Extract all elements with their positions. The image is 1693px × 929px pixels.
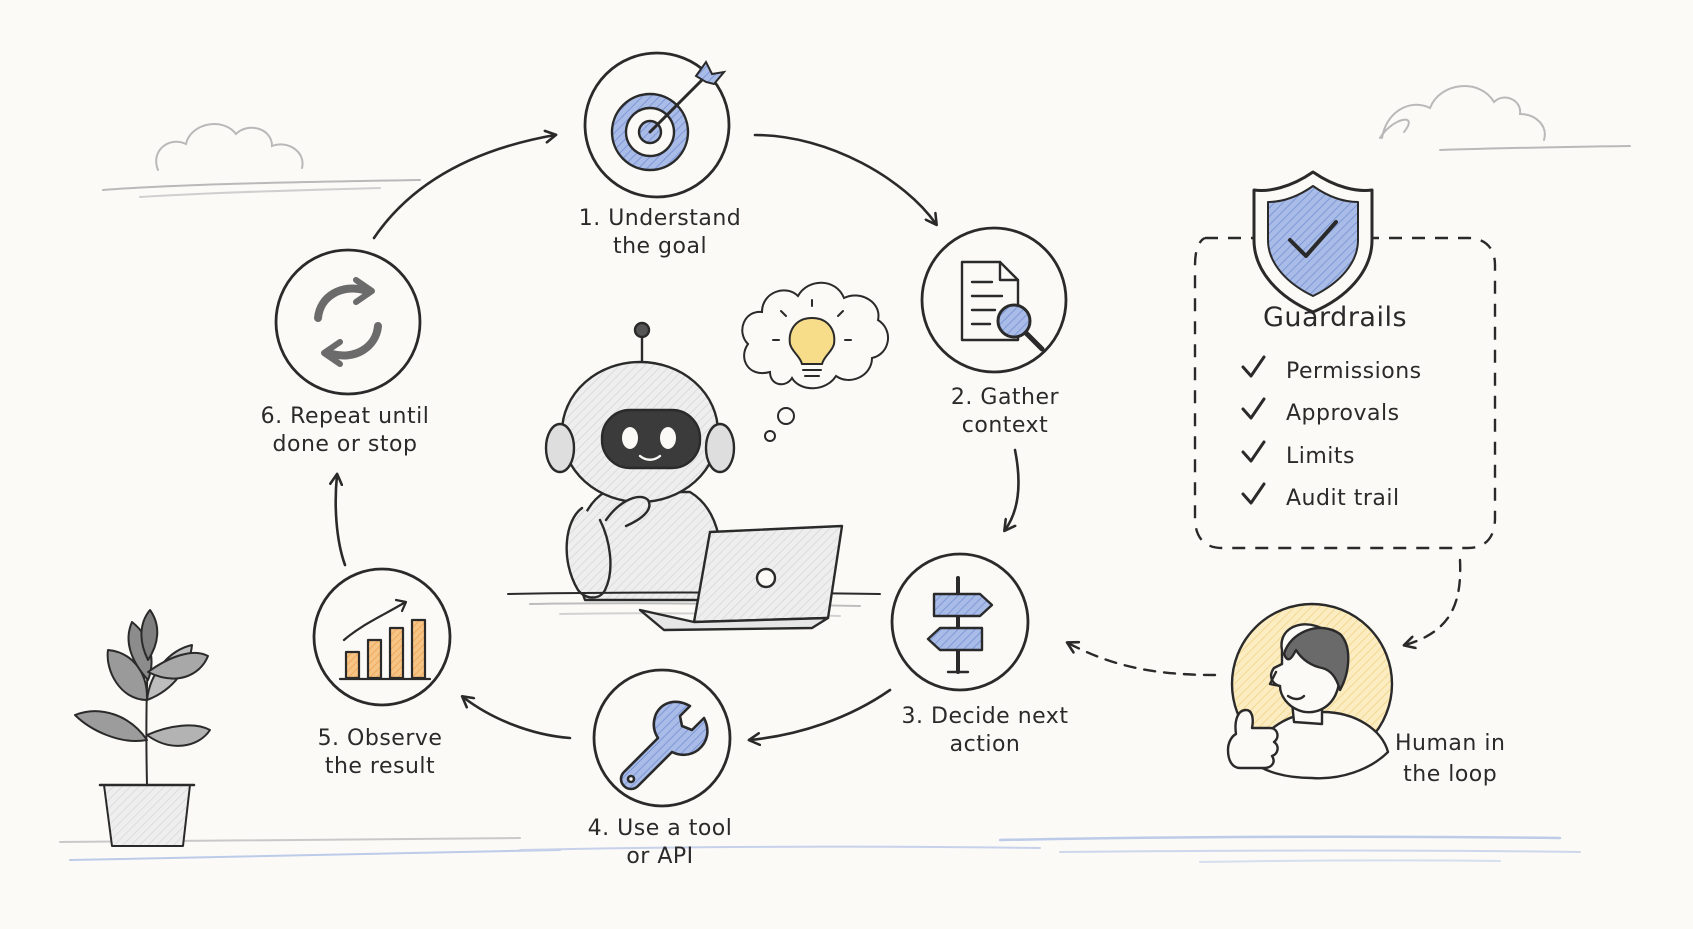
signpost-icon — [926, 576, 994, 674]
check-icon — [1241, 355, 1266, 378]
step-2-label: 2. Gather context — [910, 384, 1100, 440]
cycle-arrows — [336, 133, 1020, 740]
step-6-circle — [274, 248, 422, 396]
step-4-subtitle: or API — [626, 844, 694, 869]
step-3-subtitle: action — [949, 732, 1021, 757]
guardrail-item-approvals: Approvals — [1286, 401, 1400, 427]
guardrails-list: Permissions Approvals Limits Audit trail — [1240, 350, 1422, 520]
guardrail-item: Limits — [1240, 435, 1422, 478]
bar-chart-icon — [338, 598, 432, 681]
step-1-title: 1. Understand — [578, 206, 742, 231]
guardrail-item: Approvals — [1240, 393, 1422, 436]
arrow-3-to-4 — [750, 688, 892, 740]
cloud-left-icon — [102, 123, 421, 198]
human-label-line2: the loop — [1403, 762, 1498, 787]
guardrail-item: Permissions — [1240, 350, 1422, 393]
robot-icon — [544, 321, 736, 602]
human-in-loop-label: Human in the loop — [1395, 728, 1505, 790]
step-6-label: 6. Repeat until done or stop — [240, 403, 450, 459]
guardrail-item: Audit trail — [1240, 478, 1422, 521]
check-icon — [1241, 482, 1266, 505]
arrow-1-to-2 — [753, 133, 936, 224]
step-5-title: 5. Observe — [317, 726, 443, 751]
guardrail-checks — [1241, 355, 1266, 505]
step-5-circle — [312, 567, 452, 707]
step-4-label: 4. Use a tool or API — [570, 815, 750, 871]
guardrails-title: Guardrails — [1262, 302, 1408, 333]
target-icon — [610, 60, 727, 172]
human-label-line1: Human in — [1395, 731, 1506, 756]
human-loop-connectors — [1068, 558, 1462, 677]
arrow-6-to-1 — [372, 135, 555, 240]
step-2-subtitle: context — [961, 413, 1049, 438]
lightbulb-icon — [772, 299, 852, 377]
person-icon — [1226, 602, 1394, 780]
arrow-5-to-6 — [336, 475, 347, 567]
step-2-title: 2. Gather — [950, 385, 1060, 410]
guardrail-item-limits: Limits — [1286, 443, 1355, 469]
arrow-2-to-3 — [1005, 448, 1020, 530]
step-4-title: 4. Use a tool — [587, 816, 733, 841]
document-search-icon — [960, 260, 1045, 352]
step-1-label: 1. Understand the goal — [560, 205, 760, 261]
step-1-subtitle: the goal — [612, 234, 708, 259]
laptop-icon — [638, 524, 844, 632]
step-6-title: 6. Repeat until — [260, 404, 430, 429]
guardrail-item-audit-trail: Audit trail — [1286, 486, 1400, 512]
step-5-label: 5. Observe the result — [290, 725, 470, 781]
guardrail-item-permissions: Permissions — [1286, 358, 1422, 384]
wrench-icon — [619, 700, 709, 791]
step-3-title: 3. Decide next — [901, 704, 1069, 729]
step-6-subtitle: done or stop — [272, 432, 418, 457]
plant-icon — [74, 609, 211, 847]
cloud-right-icon — [1379, 85, 1631, 151]
step-3-label: 3. Decide next action — [880, 703, 1090, 759]
step-5-subtitle: the result — [324, 754, 436, 779]
check-icon — [1241, 440, 1266, 463]
check-icon — [1241, 397, 1266, 420]
ground-line — [59, 835, 1581, 863]
arrow-4-to-5 — [463, 697, 572, 740]
shield-check-icon — [1252, 170, 1374, 314]
guardrails-box — [1193, 236, 1497, 550]
refresh-icon — [314, 277, 382, 367]
